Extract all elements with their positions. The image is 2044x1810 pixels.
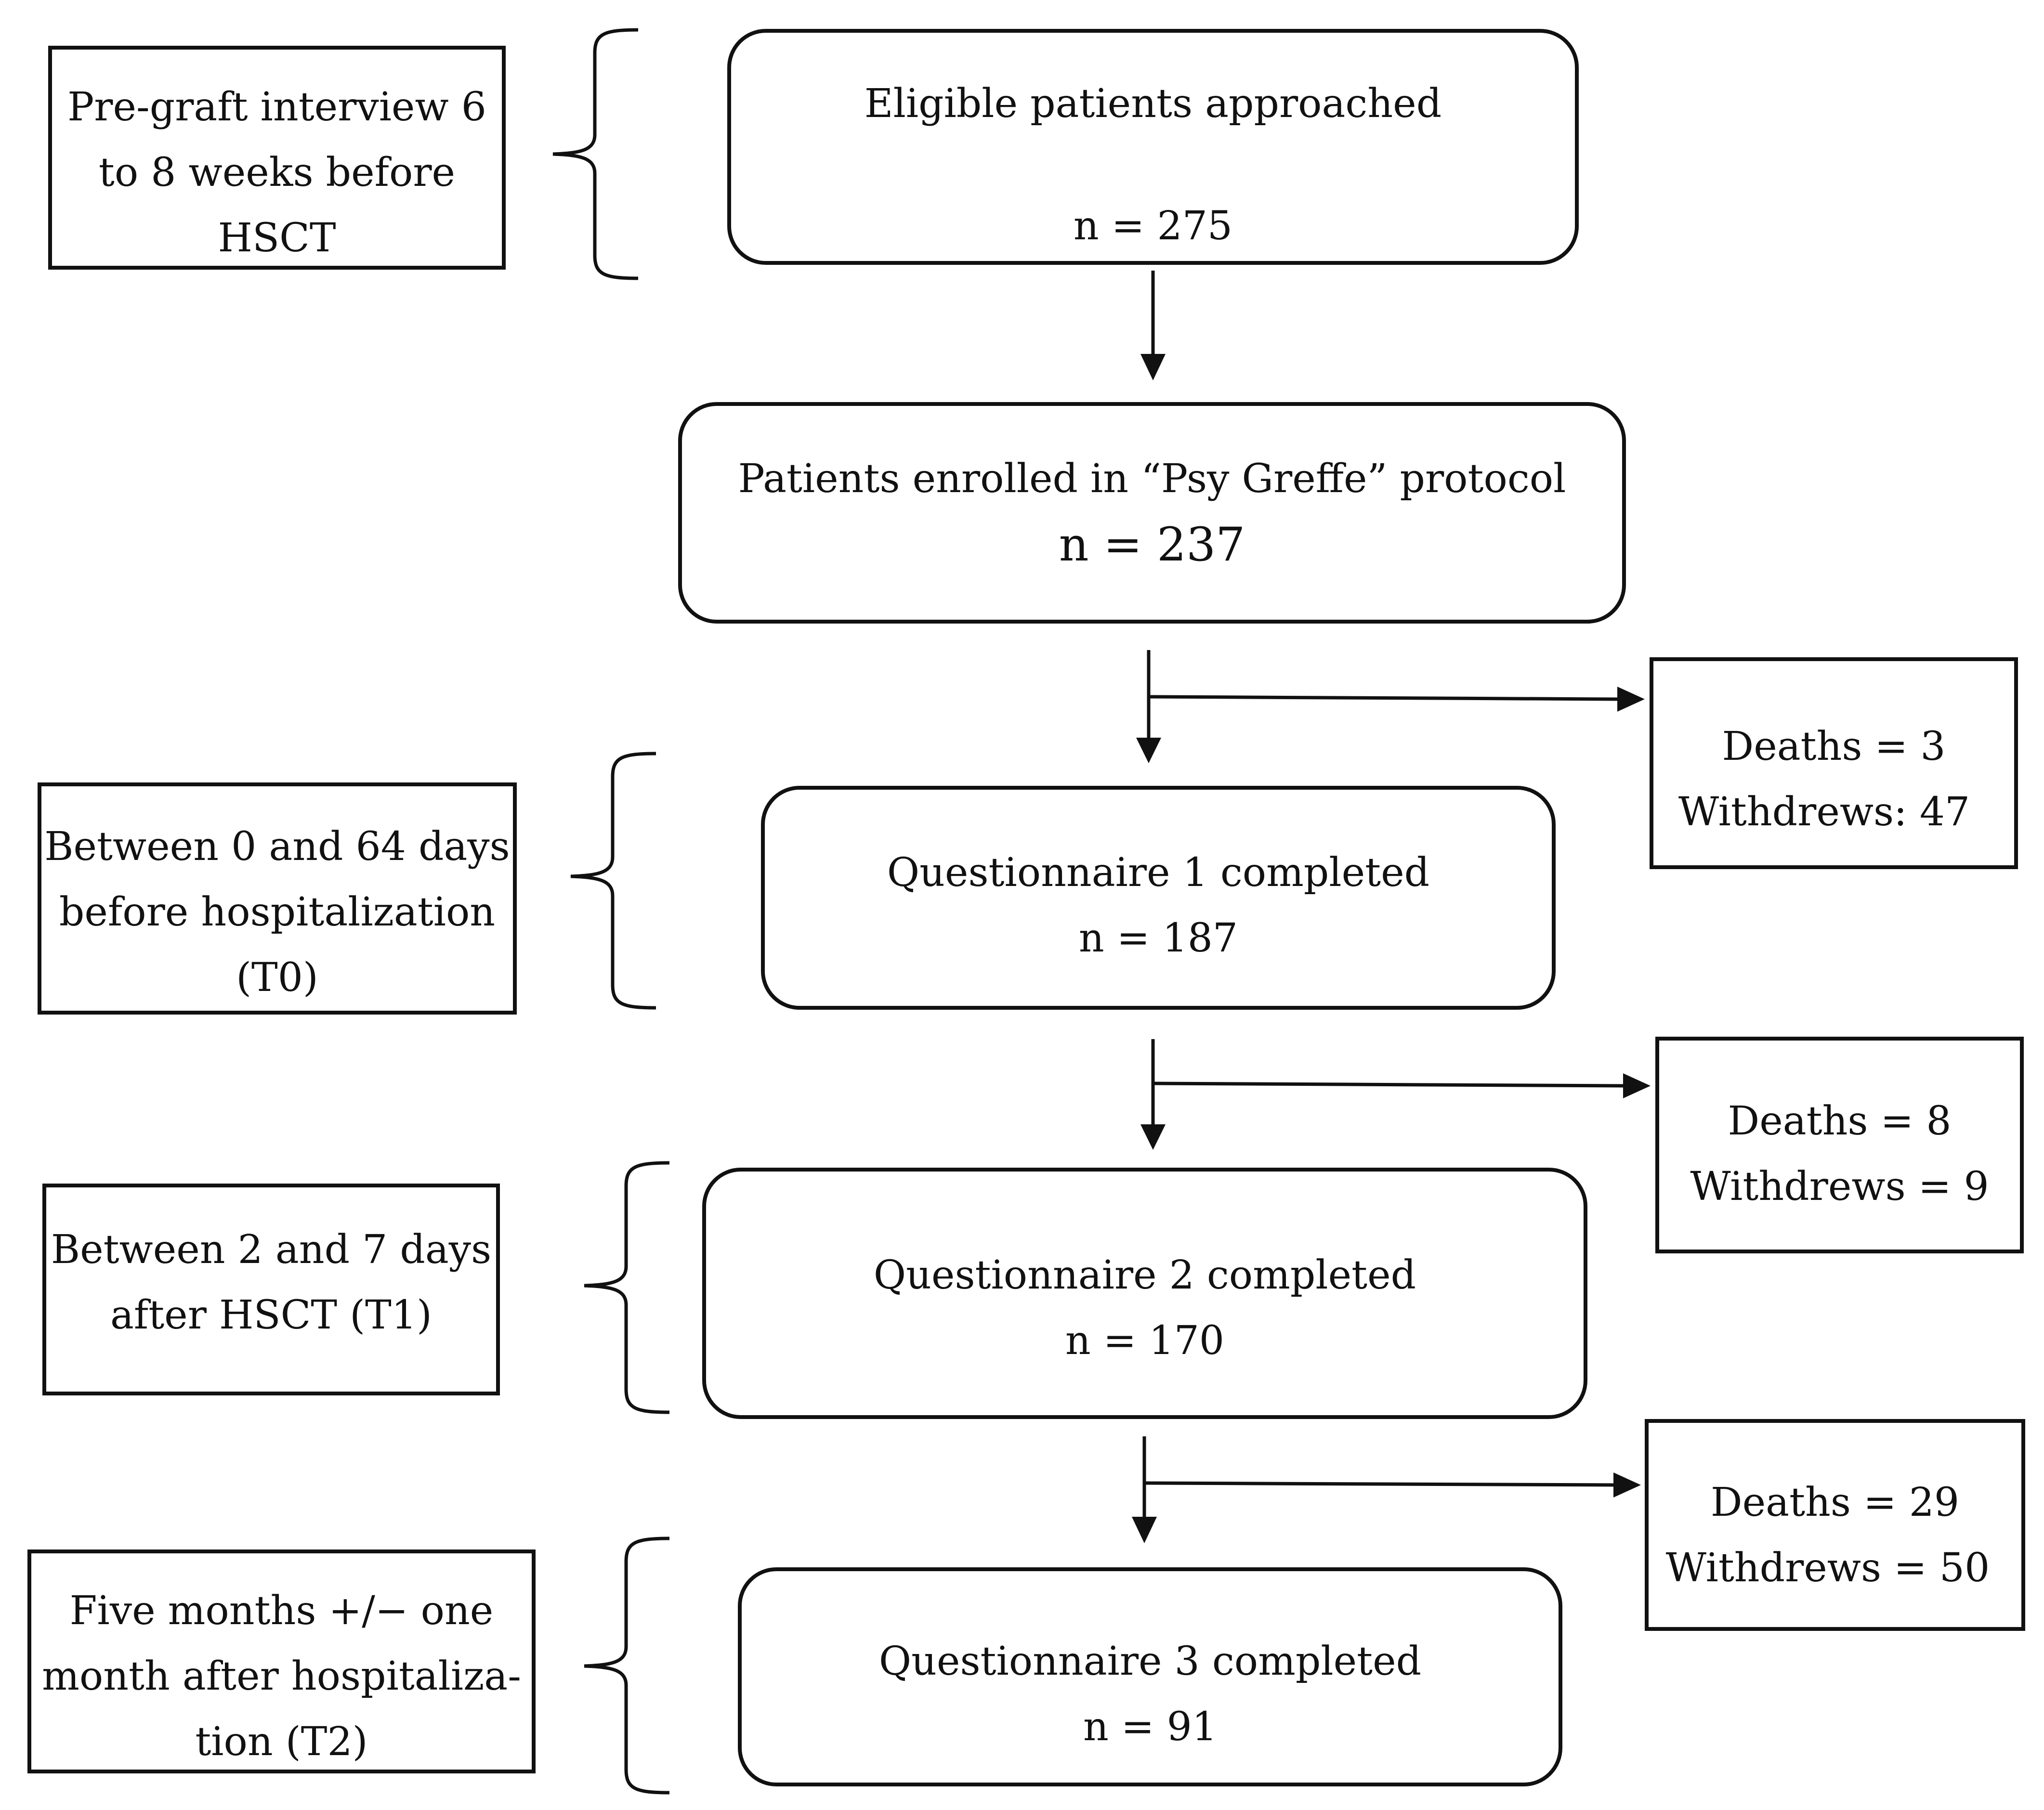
timepoint-t2-line-3: tion (T2) [195,1719,368,1765]
stage-enrolled-title: Patients enrolled in “Psy Greffe” protoc… [738,456,1566,502]
stage-q2-count: n = 170 [1065,1318,1225,1364]
timepoint-t2-line-1: Five months +/− one [69,1588,494,1634]
stage-box-q3: Questionnaire 3 completed n = 91 [738,1567,1562,1786]
timepoint-t2-line-2: month after hospitaliza- [42,1654,521,1699]
stage-box-q1: Questionnaire 1 completed n = 187 [761,786,1556,1010]
timepoint-pre-graft-line-2: to 8 weeks before [98,150,456,195]
exclusion-box-2: Deaths = 8 Withdrews = 9 [1655,1037,2024,1253]
timepoint-t0-line-2: before hospitalization [59,889,496,935]
exclusion-1-withdrews: Withdrews: 47 [1678,789,1970,835]
stage-q1-title: Questionnaire 1 completed [887,850,1430,896]
timepoint-box-t0: Between 0 and 64 days before hospitaliza… [38,782,517,1015]
exclusion-2-deaths: Deaths = 8 [1728,1098,1952,1144]
arrowhead-exclusion-2 [1623,1073,1651,1098]
branch-exclusion-2 [1153,1081,1624,1088]
stage-approached-count: n = 275 [1073,203,1233,249]
stage-q3-title: Questionnaire 3 completed [878,1639,1422,1684]
exclusion-box-3: Deaths = 29 Withdrews = 50 [1645,1419,2025,1631]
arrowhead-enrolled [1140,354,1166,380]
stage-q3-count: n = 91 [1083,1704,1217,1750]
arrowhead-q2 [1140,1124,1166,1150]
stage-box-approached: Eligible patients approached n = 275 [727,29,1579,265]
arrowhead-exclusion-1 [1617,687,1645,712]
branch-exclusion-1 [1148,695,1618,701]
brace-pre-graft [552,28,639,280]
timepoint-t1-line-2: after HSCT (T1) [110,1292,432,1338]
timepoint-box-t2: Five months +/− one month after hospital… [27,1550,536,1773]
timepoint-t0-line-1: Between 0 and 64 days [44,824,510,870]
exclusion-3-withdrews: Withdrews = 50 [1665,1545,1990,1591]
stage-box-enrolled: Patients enrolled in “Psy Greffe” protoc… [678,402,1626,624]
timepoint-pre-graft-line-3: HSCT [218,215,336,261]
timepoint-pre-graft-line-1: Pre-graft interview 6 [67,84,486,130]
branch-exclusion-3 [1144,1481,1614,1487]
timepoint-t1-line-1: Between 2 and 7 days [51,1227,492,1273]
brace-t2 [584,1537,670,1795]
timepoint-box-t1: Between 2 and 7 days after HSCT (T1) [42,1184,500,1395]
arrowhead-q1 [1136,738,1161,763]
brace-t0 [570,752,656,1010]
timepoint-box-pre-graft: Pre-graft interview 6 to 8 weeks before … [48,46,506,270]
brace-t1 [584,1161,670,1414]
exclusion-1-deaths: Deaths = 3 [1722,724,1946,769]
stage-q2-title: Questionnaire 2 completed [873,1252,1416,1298]
exclusion-box-1: Deaths = 3 Withdrews: 47 [1650,657,2018,869]
timepoint-t0-line-3: (T0) [236,955,318,1001]
arrowhead-q3 [1132,1517,1157,1543]
stage-q1-count: n = 187 [1078,915,1238,961]
stage-enrolled-count: n = 237 [1059,518,1245,572]
exclusion-3-deaths: Deaths = 29 [1710,1480,1960,1525]
stage-box-q2: Questionnaire 2 completed n = 170 [702,1168,1587,1419]
stage-approached-title: Eligible patients approached [864,81,1442,127]
arrowhead-exclusion-3 [1613,1472,1641,1497]
exclusion-2-withdrews: Withdrews = 9 [1690,1164,1989,1210]
